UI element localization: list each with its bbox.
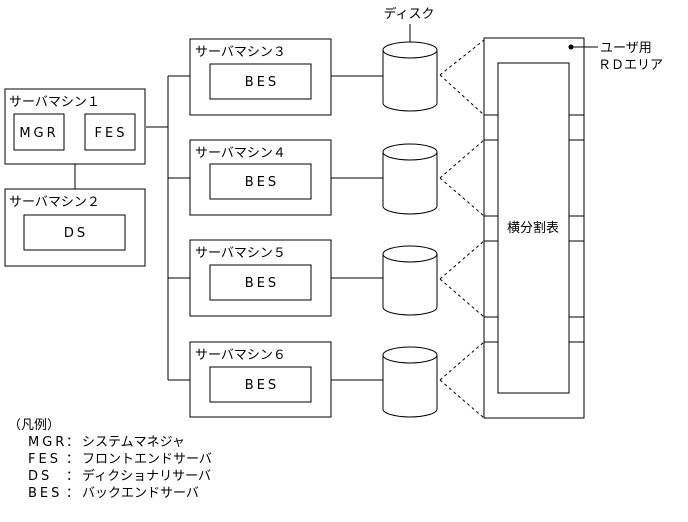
server-machine-4-title: サーバマシン４	[195, 146, 286, 161]
bes-label-5: BES	[245, 276, 279, 291]
svg-text:バックエンドサーバ: バックエンドサーバ	[82, 486, 199, 501]
disk-label: ディスク	[383, 6, 434, 22]
svg-text:ディクショナリサーバ: ディクショナリサーバ	[82, 468, 211, 484]
server-machine-4: サーバマシン４ BES	[189, 139, 332, 216]
disk-4	[382, 346, 438, 418]
server-machine-1: サーバマシン１ MGR FES	[4, 88, 146, 165]
server-machine-2-title: サーバマシン２	[9, 195, 100, 210]
projection-lines	[439, 39, 485, 419]
server-machine-3: サーバマシン３ BES	[189, 38, 332, 116]
ds-box	[23, 214, 126, 251]
server-machine-6: サーバマシン６ BES	[189, 341, 332, 418]
partitioned-table-box	[497, 62, 570, 394]
svg-text:システムマネジャ: システムマネジャ	[82, 435, 185, 450]
rd-area-column: 横分割表	[483, 37, 585, 419]
bes-label-4: BES	[245, 175, 279, 190]
rd-area-label-line1: ユーザ用	[600, 41, 652, 56]
svg-text:MGR: MGR	[28, 435, 67, 450]
bes-box-6	[209, 366, 312, 403]
server-machine-5-title: サーバマシン５	[195, 246, 286, 261]
legend-item-mgr: MGR ： システムマネジャ	[28, 435, 185, 450]
legend-item-fes: FES ： フロントエンドサーバ	[28, 452, 212, 467]
svg-text:：: ：	[66, 452, 79, 467]
bes-label-6: BES	[245, 378, 279, 393]
disk-1	[382, 41, 438, 112]
svg-text:DS: DS	[28, 469, 52, 484]
svg-text:FES: FES	[28, 452, 61, 467]
disk-3	[382, 245, 438, 316]
disk-2	[382, 143, 438, 215]
connection-lines	[74, 75, 383, 381]
ds-label: DS	[64, 226, 88, 241]
mgr-label: MGR	[19, 126, 58, 141]
partitioned-table-label: 横分割表	[507, 220, 559, 236]
legend: （凡例） MGR ： システムマネジャ FES ： フロントエンドサーバ DS …	[8, 418, 212, 501]
server-machine-3-title: サーバマシン３	[195, 45, 286, 60]
svg-text:BES: BES	[28, 486, 62, 501]
fes-label: FES	[95, 126, 128, 141]
svg-text:フロントエンドサーバ: フロントエンドサーバ	[82, 452, 212, 467]
bes-box-4	[209, 163, 312, 200]
mgr-box	[13, 113, 65, 151]
legend-item-ds: DS ： ディクショナリサーバ	[28, 468, 211, 484]
server-machine-5: サーバマシン５ BES	[189, 239, 332, 317]
legend-title: （凡例）	[8, 418, 60, 433]
bes-box-5	[209, 264, 312, 301]
bes-label-3: BES	[245, 75, 279, 90]
svg-text:：: ：	[66, 469, 79, 484]
rd-area-label-line2: ＲＤエリア	[598, 58, 663, 73]
server-machine-1-title: サーバマシン１	[9, 95, 100, 110]
fes-box	[84, 113, 136, 151]
legend-item-bes: BES ： バックエンドサーバ	[28, 486, 199, 501]
bes-box-3	[209, 63, 312, 100]
svg-text:：: ：	[66, 486, 79, 501]
server-machine-2: サーバマシン２ DS	[4, 188, 146, 267]
svg-text:：: ：	[66, 435, 79, 450]
server-machine-6-title: サーバマシン６	[195, 348, 286, 363]
rd-area-pointer-dot	[568, 44, 574, 50]
